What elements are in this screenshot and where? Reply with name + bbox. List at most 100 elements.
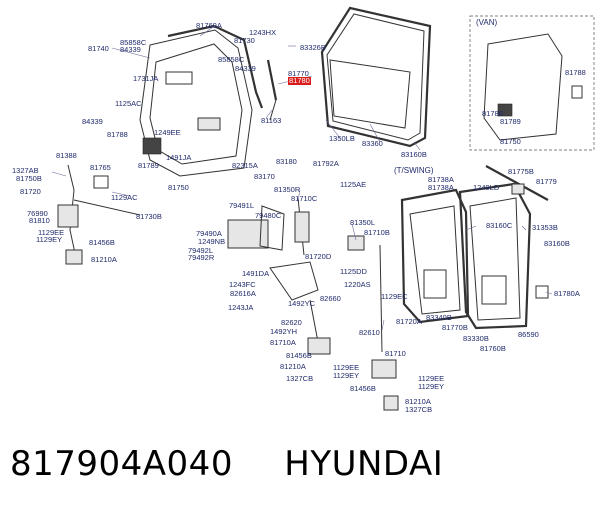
part-label: 81163 [261, 116, 282, 125]
part-label: 1129EE [38, 228, 65, 237]
caption: 817904A040 HYUNDAI [10, 444, 590, 494]
part-label: 1249NB [198, 237, 226, 246]
part-label: 82315A [232, 161, 258, 170]
van-trim-grille [497, 103, 513, 117]
part-label: 81210A [405, 397, 431, 406]
part-label: 81788 [565, 68, 586, 77]
right-latch-lower [371, 359, 397, 379]
part-label: 81720 [20, 187, 41, 196]
part-label: 81720A [396, 317, 422, 326]
part-number: 817904A040 [10, 444, 233, 484]
part-label: 84339 [235, 64, 256, 73]
seal-panel [329, 59, 411, 129]
part-label: 79490A [196, 229, 222, 238]
right-latch-upper [347, 235, 365, 251]
part-label: 82616A [230, 289, 256, 298]
part-label: 83330B [463, 334, 489, 343]
part-label: 81760A [196, 21, 222, 30]
part-label: 85858C [120, 38, 147, 47]
part-label: 1249EE [154, 128, 181, 137]
part-label: 1327CB [286, 374, 314, 383]
part-label: 86590 [518, 330, 539, 339]
part-label: 81710 [385, 349, 406, 358]
part-label: 81730B [136, 212, 162, 221]
exploded-view-drawing [51, 6, 595, 411]
part-label: 79492R [188, 253, 215, 262]
part-label: 84339 [120, 45, 141, 54]
door-stay-rod [485, 165, 549, 201]
part-label: 82620 [281, 318, 302, 327]
part-label: 1129EY [333, 371, 360, 380]
part-label: 1492YH [270, 327, 298, 336]
part-label: 81456B [89, 238, 115, 247]
part-label: 1129EE [333, 363, 360, 372]
left-latch-link [73, 199, 141, 216]
part-label: 1731JA [133, 74, 159, 83]
gas-strut-rod [269, 99, 277, 121]
trim-window [197, 117, 221, 131]
door-weatherstrip [320, 6, 432, 148]
swing-section-title: (T/SWING) [394, 166, 434, 175]
center-lower-rod [309, 299, 319, 343]
part-label: 1125AE [340, 180, 367, 189]
door-trim-panel [139, 29, 253, 177]
part-label: 81456B [350, 384, 376, 393]
part-label: 1125DD [340, 267, 367, 276]
hinge-plate [259, 205, 285, 251]
part-label: 83326B [300, 43, 326, 52]
part-label: 83160B [544, 239, 570, 248]
brand-name: HYUNDAI [284, 444, 444, 484]
part-label: 76990 [27, 209, 48, 218]
left-handle [93, 175, 109, 189]
part-label: 83170 [254, 172, 275, 181]
part-label: 81350L [350, 218, 376, 227]
rear-plug [535, 285, 549, 299]
part-label: 1129EY [418, 382, 445, 391]
swing-door-right-inner [469, 197, 521, 321]
part-label: 81792A [313, 159, 339, 168]
part-label: 81789 [500, 117, 521, 126]
door-frame-arm [167, 24, 264, 109]
part-label: 83160B [401, 150, 427, 159]
part-label: 81730 [234, 36, 255, 45]
van-inset-frame [469, 15, 595, 151]
part-label: 81750B [16, 174, 42, 183]
center-lower-latch [307, 337, 331, 355]
part-label: 1125AC [115, 99, 142, 108]
swing-left-window [423, 269, 447, 299]
part-label: 83340B [426, 313, 452, 322]
part-label: 1327CB [405, 405, 433, 414]
stay-bracket [511, 183, 525, 195]
part-label: 79491L [229, 201, 255, 210]
part-label: 79492L [188, 246, 214, 255]
part-label: 81738A [428, 183, 454, 192]
part-label: 85858C [218, 55, 245, 64]
part-label: 81788 [107, 130, 128, 139]
gas-strut [266, 59, 278, 101]
van-section-title: (VAN) [476, 18, 498, 27]
part-label: 81780A [554, 289, 580, 298]
part-label: 1129EC [381, 292, 408, 301]
part-label: 81789 [138, 161, 159, 170]
trim-pocket [165, 71, 193, 85]
swing-right-window [481, 275, 507, 305]
part-label: 83160C [486, 221, 513, 230]
part-label: 81775B [508, 167, 534, 176]
part-label: 81388 [56, 151, 77, 160]
part-label: 1129AC [111, 193, 138, 202]
part-label: 83180 [276, 157, 297, 166]
trim-grille [142, 137, 162, 155]
part-label: 1129EY [36, 235, 63, 244]
part-label: 82610 [359, 328, 380, 337]
part-label: 81765 [90, 163, 111, 172]
part-label: 81350R [274, 185, 301, 194]
part-label: 81710B [364, 228, 390, 237]
check-link-arm [269, 261, 319, 301]
part-label: 79480C [255, 211, 282, 220]
part-label: 81720D [305, 252, 332, 261]
part-label: 1243HX [249, 28, 277, 37]
part-label: 1249LD [473, 183, 500, 192]
part-label: 31353B [532, 223, 558, 232]
left-lower-latch [65, 249, 83, 265]
